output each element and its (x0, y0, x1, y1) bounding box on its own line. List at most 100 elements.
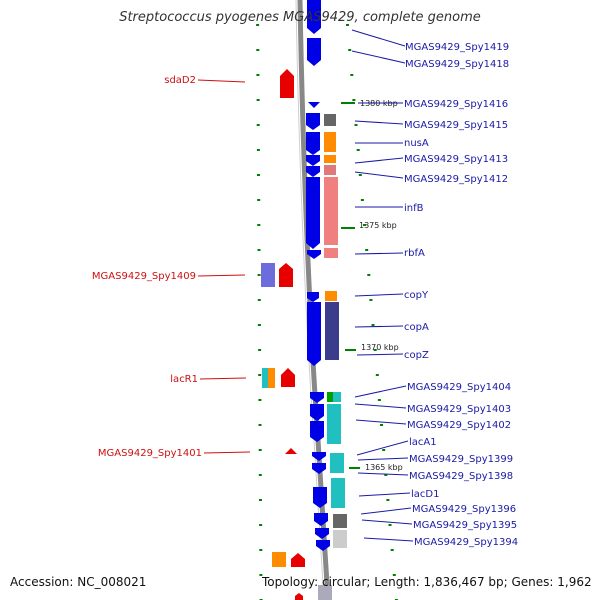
gene-spy1419 (307, 0, 321, 34)
gene-label[interactable]: infB (404, 203, 424, 214)
track-tick (257, 324, 261, 326)
track-tick (256, 24, 260, 26)
gene-spy1404 (310, 392, 324, 403)
gene-label[interactable]: MGAS9429_Spy1419 (405, 42, 509, 53)
track-tick (369, 299, 373, 301)
gene-label[interactable]: rbfA (404, 248, 425, 259)
track-tick (367, 274, 371, 276)
track-tick (384, 474, 388, 476)
gene-label[interactable]: MGAS9429_Spy1398 (409, 471, 513, 482)
gene-label[interactable]: MGAS9429_Spy1403 (407, 404, 511, 415)
track-tick (259, 574, 263, 576)
gene-spy1395 (315, 528, 329, 539)
track-tick (256, 74, 260, 76)
gene-label[interactable]: MGAS9429_Spy1412 (404, 174, 508, 185)
genome-summary: Topology: circular; Length: 1,836,467 bp… (262, 575, 592, 589)
track-tick (352, 99, 356, 101)
gene-label[interactable]: sdaD2 (164, 75, 196, 86)
track-tick (386, 499, 390, 501)
track-tick (382, 449, 386, 451)
track-tick (392, 574, 396, 576)
gene-infB (306, 177, 320, 249)
gene-spy1398 (312, 463, 326, 474)
gene-label[interactable]: lacA1 (409, 437, 437, 448)
gene-label[interactable]: MGAS9429_Spy1399 (409, 454, 513, 465)
gene-label[interactable]: copZ (404, 350, 429, 361)
track-tick (373, 349, 377, 351)
gene-label[interactable]: MGAS9429_Spy1413 (404, 154, 508, 165)
gene-label[interactable]: nusA (404, 138, 429, 149)
track-tick (354, 124, 358, 126)
track-tick (257, 274, 261, 276)
track-tick (256, 149, 260, 151)
track-tick (258, 349, 262, 351)
track-tick (258, 449, 262, 451)
scale-label: 1370 kbp (361, 343, 399, 352)
gene-label[interactable]: MGAS9429_Spy1418 (405, 59, 509, 70)
scale-label: 1375 kbp (359, 221, 397, 230)
gene-label[interactable]: lacR1 (170, 374, 198, 385)
track-tick (258, 424, 262, 426)
track-tick (346, 24, 349, 26)
track-tick (258, 399, 262, 401)
track-tick (360, 199, 364, 201)
track-tick (388, 524, 392, 526)
gene-spy1399 (312, 452, 326, 461)
track-tick (257, 224, 261, 226)
genome-title: Streptococcus pyogenes MGAS9429, complet… (119, 10, 481, 25)
right-label-leaders (351, 29, 414, 542)
forward-strand-genes (306, 0, 330, 551)
track-tick (259, 549, 263, 551)
track-tick (259, 499, 262, 501)
tick-marks (256, 24, 398, 600)
gene-copY (307, 292, 319, 302)
gene-spy1402 (310, 421, 324, 442)
gene-label[interactable]: MGAS9429_Spy1404 (407, 382, 511, 393)
gene-spy1412 (306, 166, 320, 177)
track-tick (365, 249, 369, 251)
left-label-leaders (197, 79, 251, 454)
gene-label[interactable]: MGAS9429_Spy1394 (414, 537, 518, 548)
gene-spy1403 (310, 404, 324, 421)
gene-lacD1 (313, 487, 327, 508)
track-tick (348, 49, 352, 51)
scale-ticks (341, 102, 360, 469)
cog-boxes (324, 114, 347, 548)
gene-label[interactable]: MGAS9429_Spy1402 (407, 420, 511, 431)
track-tick (257, 174, 260, 176)
accession-text: Accession: NC_008021 (10, 575, 147, 589)
track-tick (380, 424, 383, 426)
track-tick (256, 99, 260, 101)
track-tick (256, 124, 260, 126)
gene-label[interactable]: MGAS9429_Spy1396 (412, 504, 516, 515)
track-tick (371, 324, 375, 326)
track-tick (375, 374, 379, 376)
gene-label[interactable]: copA (404, 322, 429, 333)
track-tick (390, 549, 394, 551)
gene-label[interactable]: MGAS9429_Spy1416 (404, 99, 508, 110)
gene-label[interactable]: copY (404, 290, 429, 301)
gene-label[interactable]: MGAS9429_Spy1395 (413, 520, 517, 531)
track-tick (256, 49, 260, 51)
reverse-strand-genes (261, 69, 305, 600)
gene-copA (307, 302, 321, 366)
gene-spy1413 (306, 155, 320, 166)
track-tick (358, 174, 362, 176)
gene-label[interactable]: MGAS9429_Spy1401 (98, 448, 202, 459)
track-tick (258, 374, 262, 376)
gene-label[interactable]: MGAS9429_Spy1409 (92, 271, 196, 282)
track-tick (350, 74, 354, 76)
track-tick (259, 524, 263, 526)
gene-faded (318, 585, 332, 600)
track-tick (258, 474, 262, 476)
track-tick (257, 249, 261, 251)
gene-label[interactable]: MGAS9429_Spy1415 (404, 120, 508, 131)
gene-spy1415 (306, 113, 320, 130)
scale-label: 1365 kbp (365, 463, 403, 472)
track-tick (257, 299, 261, 301)
gene-spy1416 (308, 102, 320, 108)
gene-spy1396 (314, 513, 328, 526)
gene-label[interactable]: lacD1 (411, 489, 439, 500)
gene-rbfA (307, 250, 321, 259)
